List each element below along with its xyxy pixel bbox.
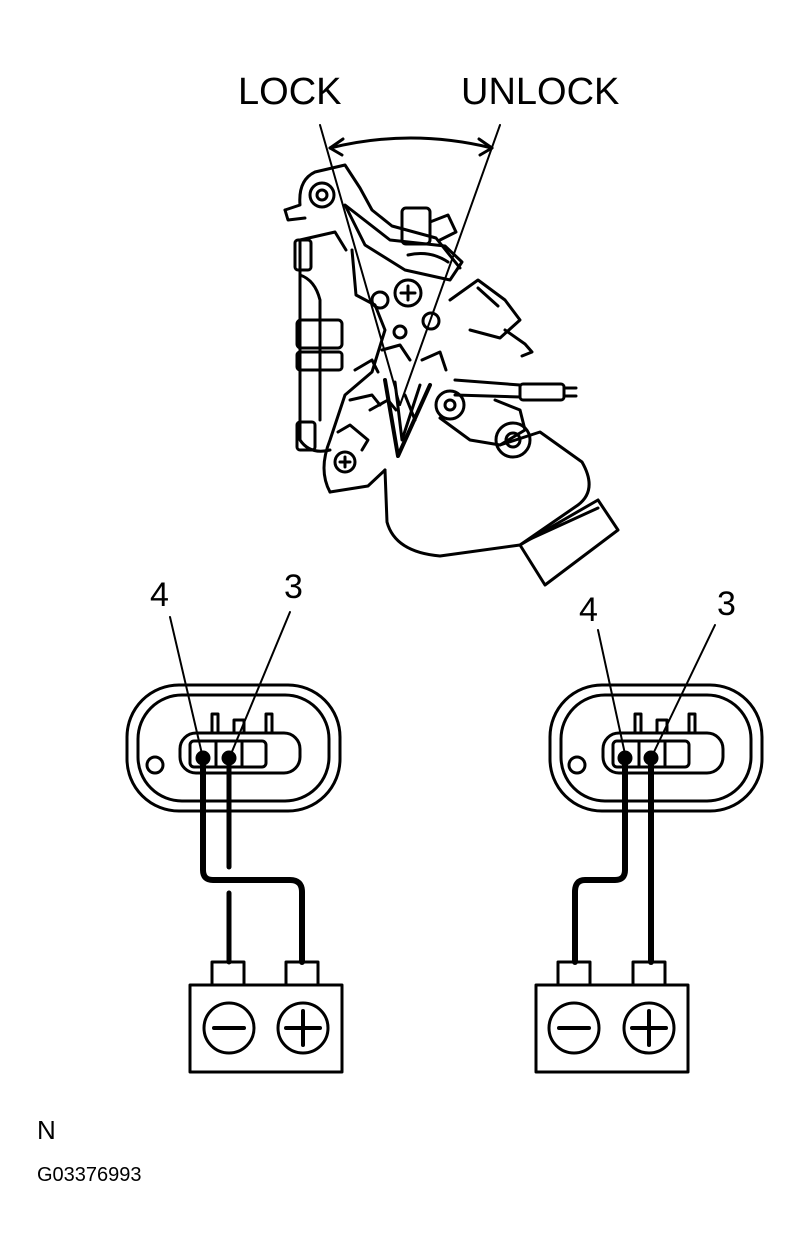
right-wire-from-pin-4-to-negative	[572, 755, 628, 965]
lock-indicator-line	[319, 124, 401, 406]
right-pin-4-label: 4	[579, 591, 598, 629]
figure-code: G03376993	[37, 1164, 142, 1186]
left-pin-4-label: 4	[150, 576, 169, 614]
left-pin-3-leader	[230, 611, 291, 755]
left-pin-3-label: 3	[284, 568, 303, 606]
left-negative-terminal-icon	[202, 1001, 256, 1055]
right-pin-4-leader	[597, 629, 626, 755]
lock-arrowhead-icon	[328, 137, 345, 157]
unlock-label: UNLOCK	[461, 71, 620, 113]
right-battery	[534, 960, 690, 1074]
right-pin-3-leader	[652, 624, 716, 755]
right-pin-3-label: 3	[717, 585, 736, 623]
left-positive-terminal-icon	[276, 1001, 330, 1055]
unlock-arrowhead-icon	[477, 137, 494, 157]
unlock-indicator-line	[399, 124, 501, 406]
left-connector	[125, 683, 342, 813]
corner-letter: N	[37, 1115, 56, 1145]
left-pin-4-leader	[169, 616, 203, 755]
lock-label: LOCK	[238, 71, 342, 113]
right-negative-terminal-icon	[547, 1001, 601, 1055]
rotation-arc	[328, 136, 494, 150]
right-connector	[548, 683, 764, 813]
left-wire-from-pin-4-to-positive	[200, 755, 305, 965]
right-positive-terminal-icon	[622, 1001, 676, 1055]
door-lock-actuator	[283, 163, 620, 587]
left-battery	[188, 960, 344, 1074]
